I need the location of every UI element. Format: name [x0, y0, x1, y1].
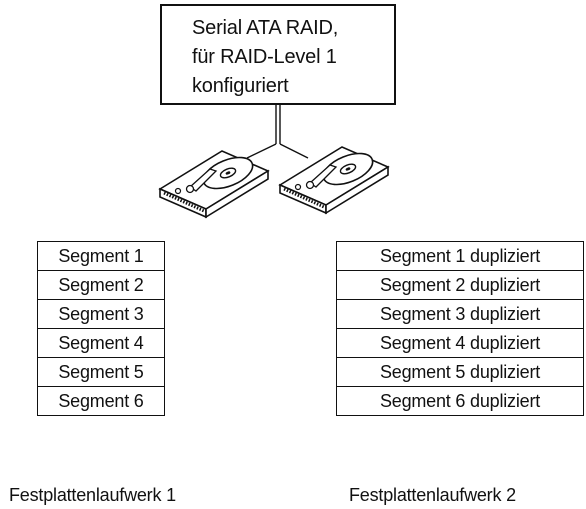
- raid-box-line-3: konfiguriert: [192, 75, 289, 97]
- hard-drive-icon: [158, 150, 270, 219]
- disk-1-segment-3: Segment 3: [37, 299, 165, 329]
- disk-1-segment-1: Segment 1: [37, 241, 165, 271]
- disk-1-segment-5: Segment 5: [37, 357, 165, 387]
- disk-1-segment-4: Segment 4: [37, 328, 165, 358]
- hard-drive-icon: [278, 146, 390, 215]
- disk-2-segment-table: Segment 1 dupliziert Segment 2 duplizier…: [336, 241, 584, 416]
- disk-2-segment-2: Segment 2 dupliziert: [336, 270, 584, 300]
- disk-1-segment-6: Segment 6: [37, 386, 165, 416]
- raid-config-box: Serial ATA RAID, für RAID-Level 1 konfig…: [160, 4, 396, 105]
- disk-1-segment-table: Segment 1 Segment 2 Segment 3 Segment 4 …: [37, 241, 165, 416]
- disk-2-segment-5: Segment 5 dupliziert: [336, 357, 584, 387]
- connector-lines: [246, 105, 309, 159]
- raid-box-line-1: Serial ATA RAID,: [192, 17, 339, 39]
- disk-2-segment-3: Segment 3 dupliziert: [336, 299, 584, 329]
- raid-box-line-2: für RAID-Level 1: [192, 46, 337, 68]
- disk-2-segment-4: Segment 4 dupliziert: [336, 328, 584, 358]
- disk-1-segment-2: Segment 2: [37, 270, 165, 300]
- disk-2-segment-1: Segment 1 dupliziert: [336, 241, 584, 271]
- disk-2-label: Festplattenlaufwerk 2: [349, 485, 516, 505]
- disk-1-label: Festplattenlaufwerk 1: [9, 485, 176, 505]
- disk-2-segment-6: Segment 6 dupliziert: [336, 386, 584, 416]
